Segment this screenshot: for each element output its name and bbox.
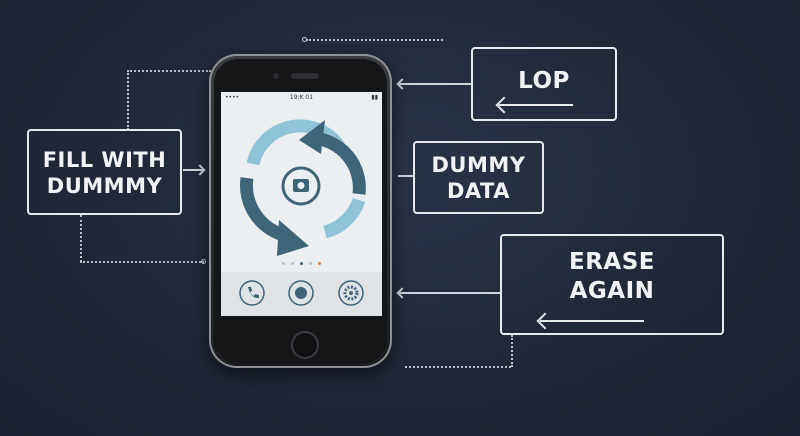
label-fill-line2: DUMMMY bbox=[46, 174, 163, 199]
connector-erase-bottom-dotted bbox=[405, 366, 511, 368]
battery-icon: ▮▮ bbox=[371, 94, 378, 101]
connector-fill-to-phone bbox=[183, 169, 205, 171]
sync-arc-right-light bbox=[323, 197, 366, 239]
sync-arrowhead-top bbox=[299, 120, 325, 154]
label-lop: LOP bbox=[518, 68, 570, 94]
connector-erase-to-phone bbox=[398, 292, 500, 294]
connector-left-bottom-dotted bbox=[80, 261, 204, 263]
status-time: 19:K 01 bbox=[289, 94, 314, 101]
label-erase-line1: ERASE bbox=[569, 249, 655, 275]
connector-top-dotted bbox=[306, 39, 443, 41]
page-dot[interactable] bbox=[318, 262, 321, 265]
left-arrow-icon bbox=[499, 104, 573, 106]
page-dot[interactable] bbox=[309, 262, 312, 265]
label-erase-line2: AGAIN bbox=[569, 277, 655, 304]
status-bar: •••• 19:K 01 ▮▮ bbox=[221, 92, 382, 104]
arrowhead-erase-to-phone bbox=[396, 287, 408, 299]
connector-lop-to-phone bbox=[398, 83, 471, 85]
page-indicator bbox=[221, 262, 382, 265]
label-box-fill-with-dummy: FILL WITH DUMMMY bbox=[27, 129, 182, 215]
arrowhead-lop-to-phone bbox=[396, 78, 408, 90]
label-dummy-line1: DUMMY bbox=[431, 153, 526, 177]
connector-left-top-dotted bbox=[127, 70, 211, 72]
label-box-dummy-data: DUMMY DATA bbox=[413, 141, 544, 214]
connector-dummy-to-phone bbox=[398, 175, 413, 177]
connector-erase-bottom-vertical bbox=[511, 335, 513, 367]
arrowhead-to-phone-left bbox=[194, 164, 206, 176]
bottom-tab-bar bbox=[221, 272, 382, 316]
record-icon[interactable] bbox=[288, 280, 314, 306]
home-button[interactable] bbox=[291, 331, 319, 359]
earpiece-speaker bbox=[291, 73, 319, 79]
front-camera-icon bbox=[273, 73, 279, 79]
connector-node-top bbox=[302, 37, 307, 42]
page-dot[interactable] bbox=[282, 262, 285, 265]
sync-arrowhead-bottom bbox=[277, 220, 309, 256]
label-dummy-line2: DATA bbox=[446, 179, 510, 204]
connector-node-left-bottom bbox=[201, 259, 206, 264]
page-dot-active[interactable] bbox=[300, 262, 303, 265]
phone-icon[interactable] bbox=[239, 280, 265, 306]
settings-icon[interactable] bbox=[338, 280, 364, 306]
connector-left-vertical-dotted bbox=[127, 70, 129, 130]
sync-cycle-graphic bbox=[240, 119, 366, 256]
label-box-erase-again: ERASE AGAIN bbox=[500, 234, 724, 335]
page-dot[interactable] bbox=[291, 262, 294, 265]
left-arrow-icon bbox=[540, 320, 644, 322]
label-box-lop: LOP bbox=[471, 47, 617, 121]
phone-screen: •••• 19:K 01 ▮▮ bbox=[221, 92, 382, 316]
signal-icon: •••• bbox=[225, 94, 240, 101]
label-fill-line1: FILL WITH bbox=[42, 148, 167, 172]
connector-left-bottom-vertical bbox=[80, 215, 82, 262]
camera-center-ring bbox=[281, 166, 321, 206]
